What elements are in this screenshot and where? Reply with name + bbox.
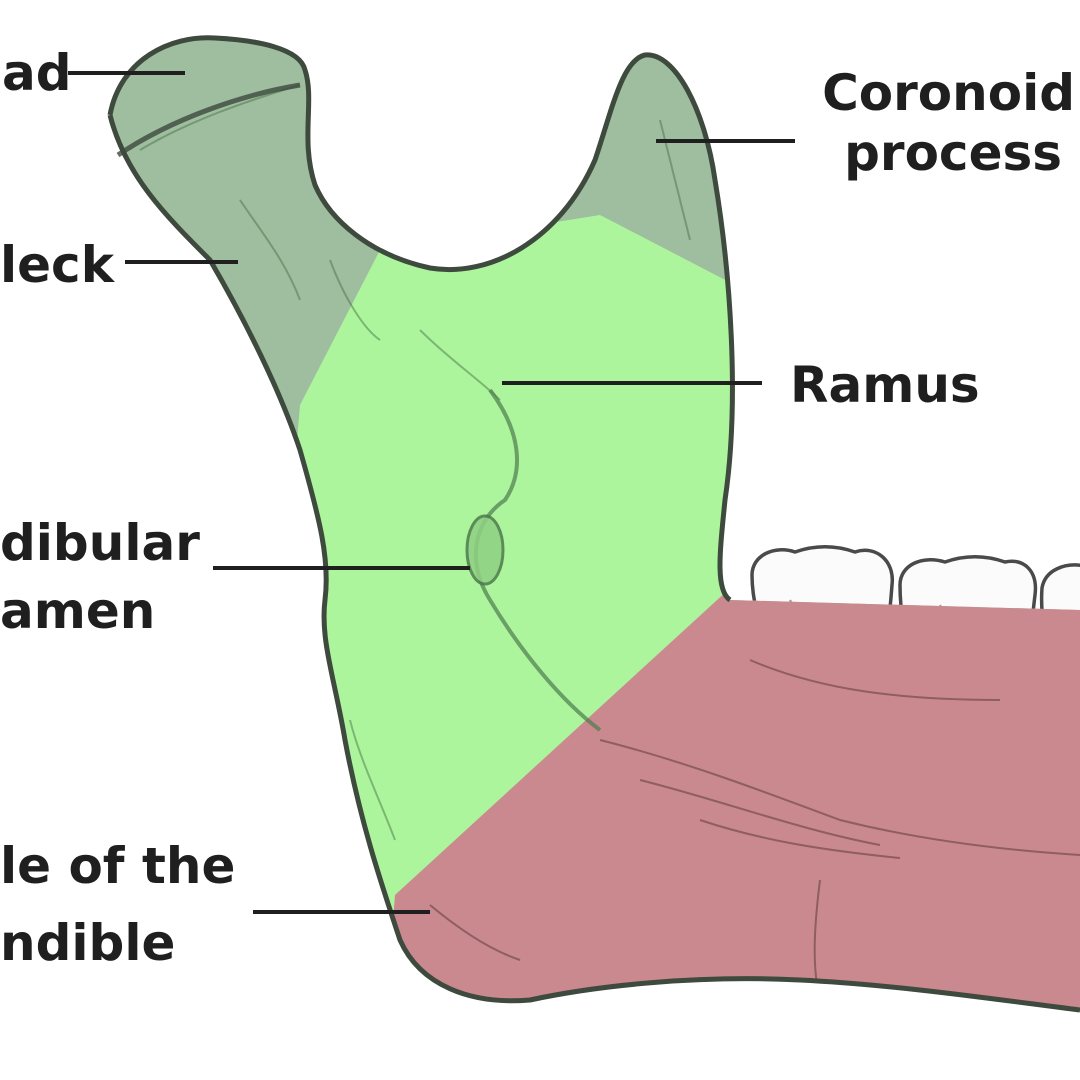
label-ramus: Ramus	[790, 356, 980, 414]
label-foramen-line1: dibular	[0, 514, 200, 572]
label-coronoid-line2: process	[844, 124, 1062, 182]
body-region	[380, 590, 1080, 1011]
label-angle-line1: le of the	[0, 837, 235, 895]
ramus-region	[250, 215, 760, 1010]
label-coronoid-line1: Coronoid	[822, 64, 1075, 122]
mandible-outline	[107, 35, 1080, 1013]
label-head: ad	[2, 44, 72, 102]
label-neck: leck	[0, 236, 116, 294]
label-angle-line2: ndible	[0, 914, 175, 972]
label-foramen-line2: amen	[0, 582, 155, 640]
